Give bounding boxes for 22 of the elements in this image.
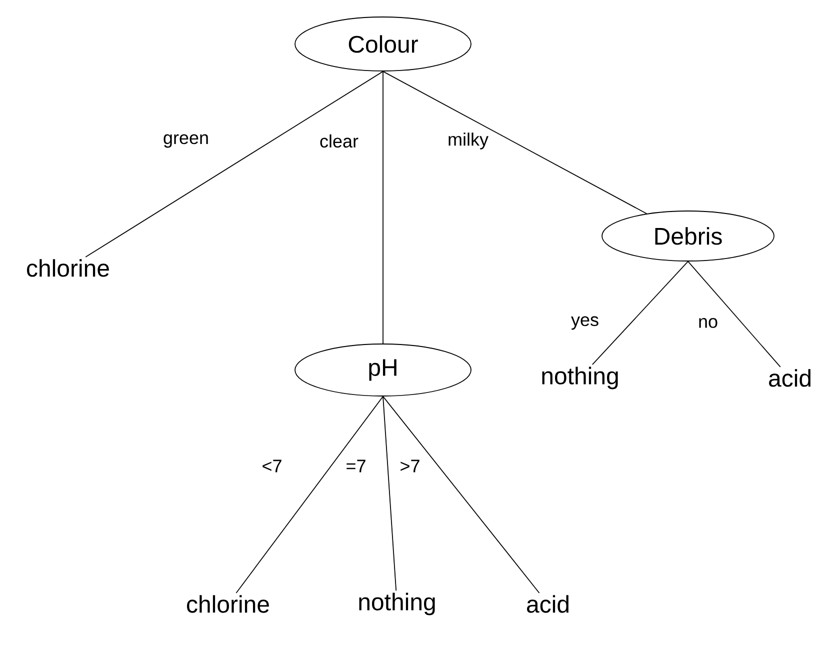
edge-label: green	[164, 134, 208, 148]
branch-line	[382, 71, 384, 344]
edge-label: yes	[571, 316, 598, 330]
branch-line	[85, 71, 384, 258]
branch-line	[382, 71, 648, 214]
edge-label: <7	[262, 460, 282, 472]
edge-label: clear	[320, 134, 358, 148]
leaf-label: nothing	[542, 366, 618, 390]
edge-label: =7	[346, 460, 366, 472]
branch-line	[592, 261, 688, 366]
leaf-label: nothing	[359, 592, 435, 616]
branch-line	[382, 396, 540, 594]
branch-line	[236, 396, 384, 594]
edge-label: >7	[400, 460, 420, 472]
branch-line	[382, 396, 397, 592]
leaf-label: acid	[527, 595, 568, 613]
leaf-label: chlorine	[27, 259, 109, 277]
edge-label: no	[699, 318, 718, 328]
edge-label: milky	[448, 132, 488, 150]
leaf-label: acid	[769, 369, 810, 387]
branch-line	[688, 261, 781, 368]
leaf-label: chlorine	[187, 595, 269, 613]
